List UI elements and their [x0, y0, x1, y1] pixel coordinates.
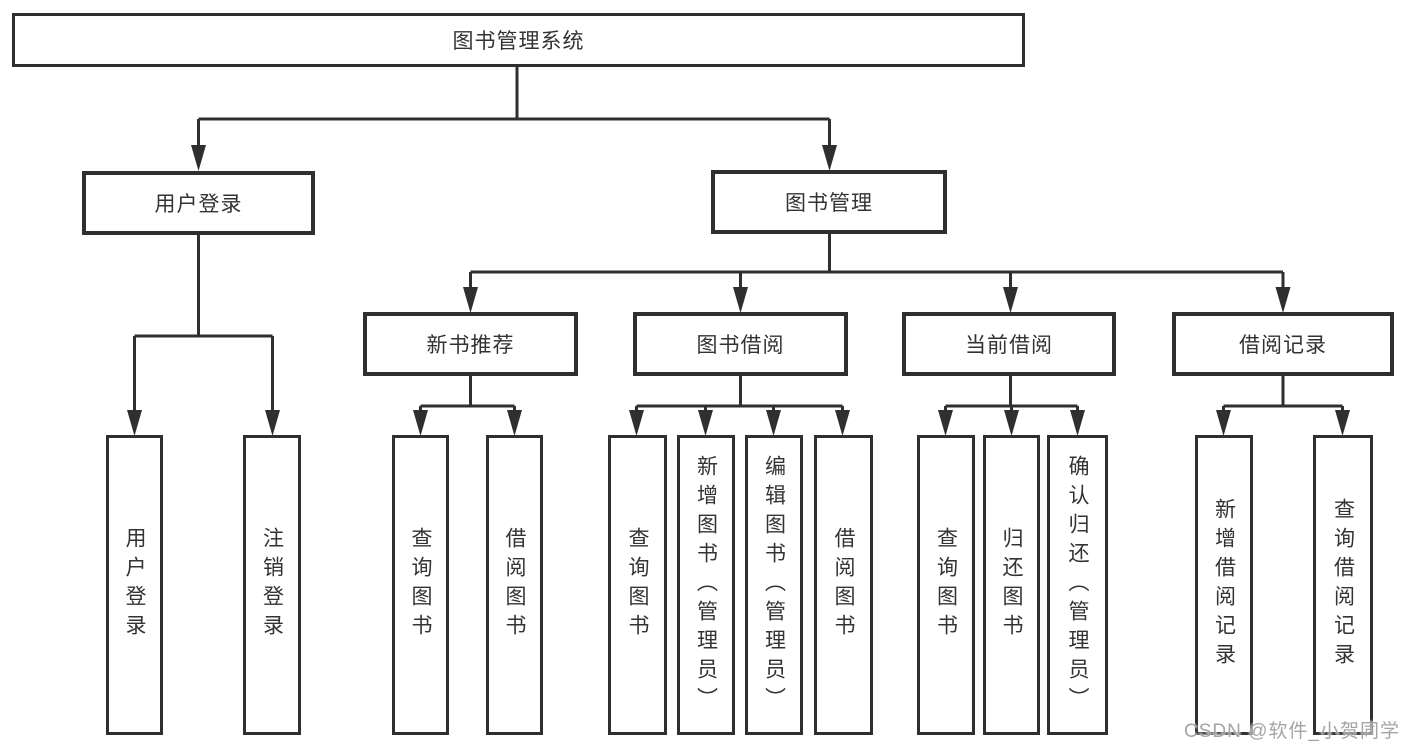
leaf-confirm-return-admin: 确认归还（管理员） [1047, 435, 1108, 735]
connector-new-book-recommend [419, 376, 516, 416]
node-book-management: 图书管理 [711, 170, 947, 234]
leaf-query-borrow-record-label: 查询借阅记录 [1331, 498, 1355, 672]
connector-root [197, 66, 831, 150]
leaf-logout-label: 注销登录 [260, 527, 284, 643]
connector-book-management [469, 234, 1285, 292]
connector-user-login [133, 235, 274, 415]
leaf-borrow-books-borrowing-label: 借阅图书 [832, 527, 855, 643]
leaf-borrow-books-recommend: 借阅图书 [486, 435, 543, 735]
node-borrow-records: 借阅记录 [1172, 312, 1394, 376]
node-current-borrowing-label: 当前借阅 [965, 334, 1053, 357]
node-book-management-label: 图书管理 [785, 192, 873, 215]
arrowheads [127, 145, 1350, 436]
node-book-borrowing-label: 图书借阅 [696, 334, 785, 357]
leaf-borrow-books-recommend-label: 借阅图书 [503, 527, 526, 643]
leaf-borrow-books-borrowing: 借阅图书 [814, 435, 873, 735]
node-borrow-records-label: 借阅记录 [1239, 334, 1327, 357]
node-book-borrowing: 图书借阅 [633, 312, 848, 376]
leaf-query-books-current: 查询图书 [917, 435, 975, 735]
leaf-query-books-current-label: 查询图书 [934, 527, 958, 643]
leaf-return-books: 归还图书 [983, 435, 1040, 735]
leaf-query-books-borrowing: 查询图书 [608, 435, 667, 735]
leaf-edit-books-admin-label: 编辑图书（管理员） [762, 454, 786, 716]
leaf-add-books-admin-label: 新增图书（管理员） [694, 454, 718, 716]
csdn-watermark: CSDN @软件_小贺同学 [1184, 721, 1400, 742]
leaf-query-books-recommend-label: 查询图书 [409, 527, 432, 643]
node-new-book-recommend: 新书推荐 [363, 312, 578, 376]
leaf-user-login: 用户登录 [106, 435, 163, 735]
leaf-add-borrow-record-label: 新增借阅记录 [1212, 498, 1236, 672]
node-user-login: 用户登录 [82, 171, 315, 235]
leaf-query-books-borrowing-label: 查询图书 [626, 527, 649, 643]
node-root-system: 图书管理系统 [12, 13, 1025, 67]
node-user-login-label: 用户登录 [154, 193, 243, 216]
leaf-add-borrow-record: 新增借阅记录 [1195, 435, 1253, 735]
leaf-logout: 注销登录 [243, 435, 301, 735]
node-root-system-label: 图书管理系统 [452, 30, 585, 53]
connector-borrow-records [1222, 376, 1344, 416]
leaf-return-books-label: 归还图书 [1000, 527, 1023, 643]
leaf-add-books-admin: 新增图书（管理员） [677, 435, 735, 735]
leaf-edit-books-admin: 编辑图书（管理员） [745, 435, 803, 735]
leaf-query-borrow-record: 查询借阅记录 [1313, 435, 1373, 735]
node-new-book-recommend-label: 新书推荐 [426, 334, 515, 357]
leaf-confirm-return-admin-label: 确认归还（管理员） [1066, 454, 1089, 716]
connector-book-borrowing [635, 376, 844, 416]
leaf-query-books-recommend: 查询图书 [392, 435, 449, 735]
leaf-user-login-label: 用户登录 [123, 527, 146, 643]
node-current-borrowing: 当前借阅 [902, 312, 1116, 376]
